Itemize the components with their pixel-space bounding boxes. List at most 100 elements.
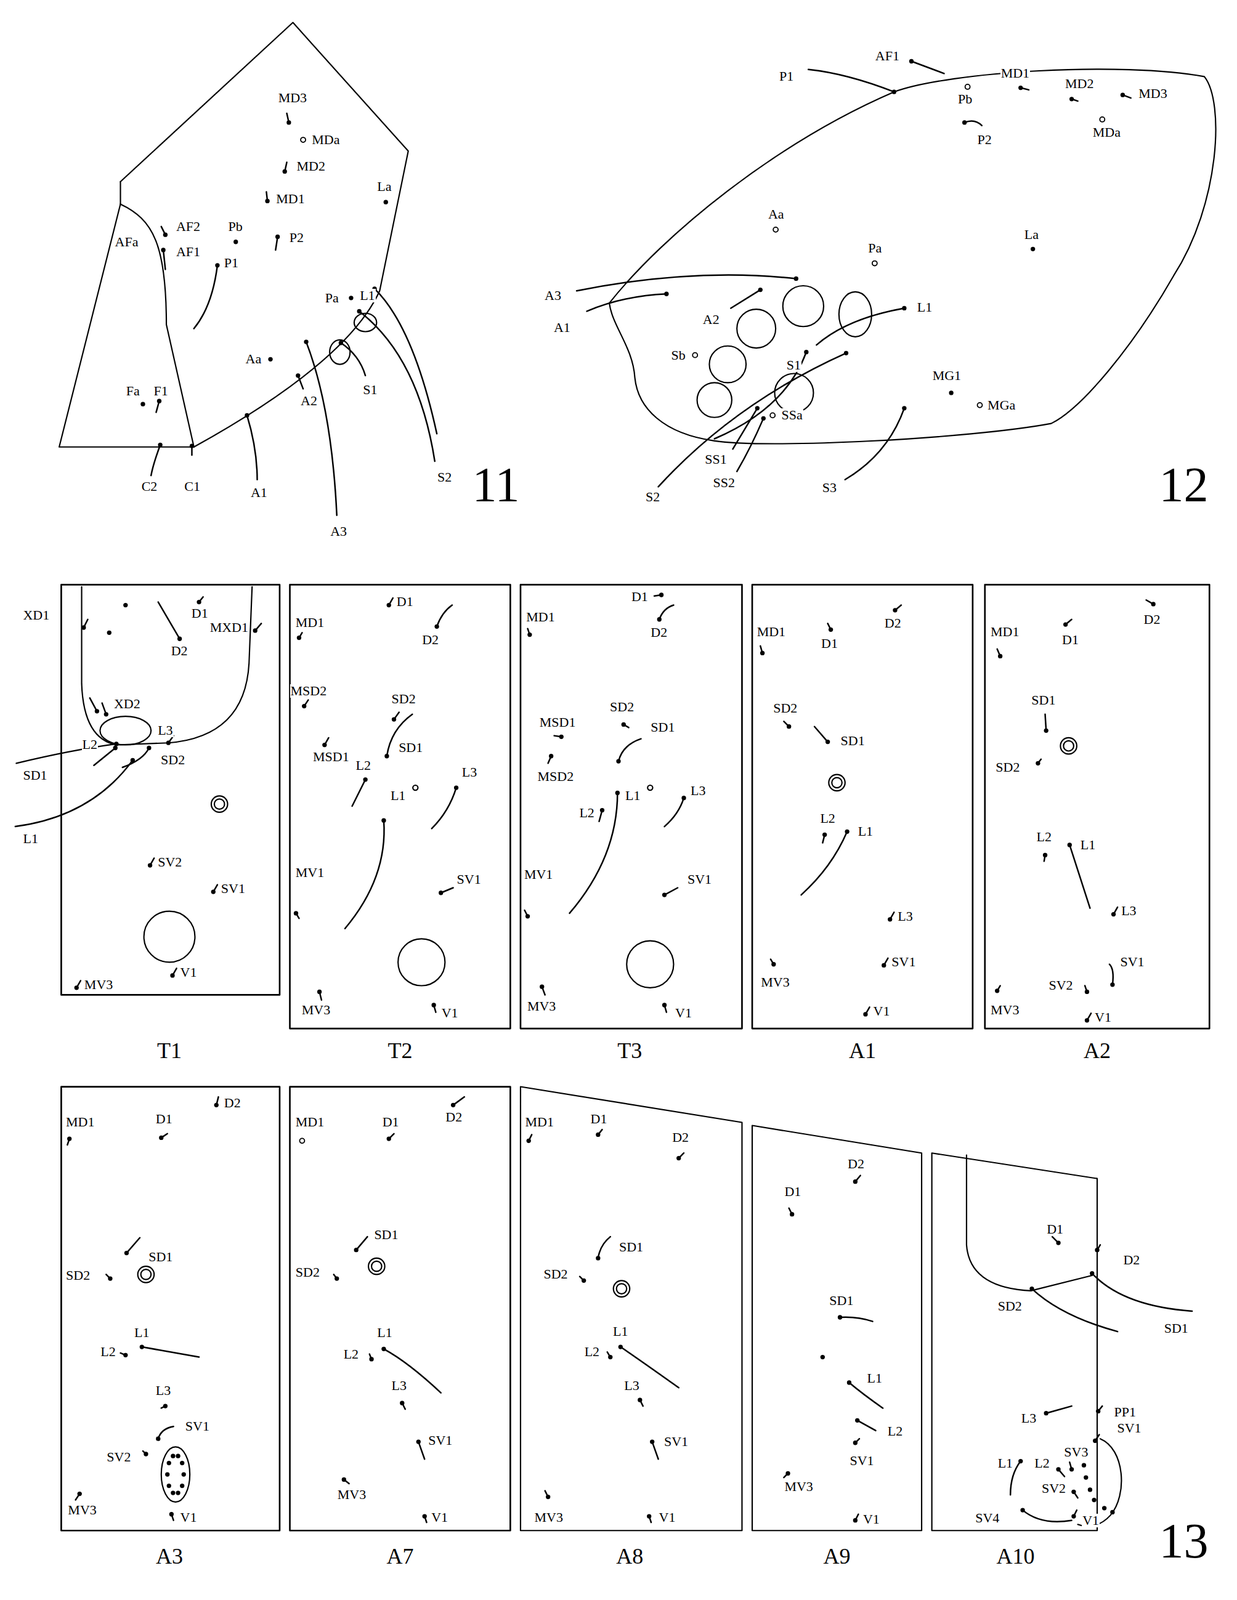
seta-base xyxy=(559,734,564,740)
seta-label: SV1 xyxy=(686,872,713,887)
antenna-leg-outline xyxy=(329,340,350,365)
seta xyxy=(1031,1289,1118,1333)
seta-base xyxy=(169,1512,174,1517)
seta-label: L1 xyxy=(376,1326,393,1340)
seta-label: MDa xyxy=(1092,125,1122,140)
segment-label: A3 xyxy=(155,1545,184,1568)
seta xyxy=(664,887,679,896)
seta xyxy=(15,760,134,827)
seta-base xyxy=(1029,1286,1034,1292)
seta-base xyxy=(348,295,353,301)
seta-label: MD1 xyxy=(275,192,305,206)
seta-base xyxy=(139,1344,145,1350)
seta-label: L2 xyxy=(578,806,595,820)
seta-label: AF1 xyxy=(175,245,201,259)
seta xyxy=(1045,714,1047,732)
seta xyxy=(848,1383,883,1409)
stemma-spiracle xyxy=(613,1280,631,1298)
seta-base xyxy=(1111,912,1116,917)
seta-label: D2 xyxy=(170,644,189,658)
seta-label: SV1 xyxy=(1119,955,1145,970)
body-outline xyxy=(932,1153,1098,1531)
seta-base xyxy=(422,1514,427,1519)
segment-frame xyxy=(520,584,743,1029)
seta-label: L2 xyxy=(343,1347,360,1362)
seta-base xyxy=(1071,1514,1076,1519)
seta-label: AF1 xyxy=(874,49,901,63)
seta-label: A1 xyxy=(553,320,572,335)
stemma-spiracle xyxy=(1060,738,1077,755)
seta xyxy=(436,605,453,628)
seta-base xyxy=(853,1518,858,1523)
seta xyxy=(150,444,161,476)
seta-label: MDa xyxy=(311,133,341,147)
segment-frame xyxy=(985,584,1210,1029)
seta-label: V1 xyxy=(430,1511,449,1525)
seta-base xyxy=(163,232,168,238)
seta-base xyxy=(146,746,151,751)
seta-label: SD2 xyxy=(609,700,635,714)
seta-base xyxy=(147,863,153,868)
seta-base xyxy=(179,1461,185,1466)
seta xyxy=(163,250,166,270)
seta-label: SV1 xyxy=(890,955,917,970)
seta-base xyxy=(755,405,760,411)
seta-base xyxy=(431,1002,436,1008)
seta-label: SD1 xyxy=(1030,693,1056,708)
seta xyxy=(587,293,667,312)
seta-label: MSD1 xyxy=(539,715,577,730)
seta-base xyxy=(130,758,135,763)
seta-label: L1 xyxy=(997,1456,1014,1471)
seta-base xyxy=(828,627,833,633)
seta-base xyxy=(771,962,776,967)
seta-label: MG1 xyxy=(932,369,962,383)
seta-base xyxy=(1095,1409,1101,1414)
seta-label: D2 xyxy=(847,1157,865,1172)
seta-label: MD3 xyxy=(1137,86,1168,101)
seta-base xyxy=(399,1401,405,1406)
seta-base xyxy=(124,1251,129,1256)
seta-base xyxy=(295,373,301,378)
body-outline xyxy=(81,587,253,746)
seta-base xyxy=(166,1461,172,1466)
seta-label: L2 xyxy=(355,758,372,773)
seta-label: MXD1 xyxy=(209,620,249,635)
seta-base xyxy=(794,276,799,281)
seta xyxy=(808,69,894,92)
segment-frame xyxy=(290,584,511,1029)
seta-base xyxy=(595,1132,601,1138)
seta-base xyxy=(362,777,368,782)
seta-base xyxy=(107,630,112,636)
seta xyxy=(664,798,684,827)
seta-base xyxy=(165,1472,170,1477)
seta-label: Aa xyxy=(767,207,785,222)
seta-label: PP1 xyxy=(1113,1405,1137,1420)
seta xyxy=(1069,845,1090,909)
seta-base xyxy=(113,741,119,747)
seta-base xyxy=(1092,1439,1098,1444)
seta-base xyxy=(334,1276,339,1281)
seta xyxy=(122,748,150,768)
antenna-leg-outline xyxy=(839,292,872,337)
seta-label: MD3 xyxy=(277,91,308,105)
segment-frame xyxy=(290,1087,511,1532)
stemma-spiracle xyxy=(697,382,732,418)
seta-base xyxy=(1071,1490,1076,1495)
seta-base xyxy=(275,234,280,240)
seta-label: V1 xyxy=(674,1006,693,1021)
seta-base xyxy=(166,1484,172,1489)
seta-base xyxy=(282,169,288,174)
seta-base xyxy=(1042,853,1048,858)
seta-label: MD1 xyxy=(295,616,325,630)
seta xyxy=(89,697,98,712)
seta-label: C2 xyxy=(141,479,159,494)
segment-label: T2 xyxy=(386,1039,413,1063)
seta-label: L2 xyxy=(1033,1456,1050,1471)
seta xyxy=(247,415,258,480)
seta-label: L3 xyxy=(157,723,174,738)
seta-label: L1 xyxy=(857,824,874,839)
seta-label: Aa xyxy=(245,352,263,366)
pore xyxy=(770,412,775,418)
